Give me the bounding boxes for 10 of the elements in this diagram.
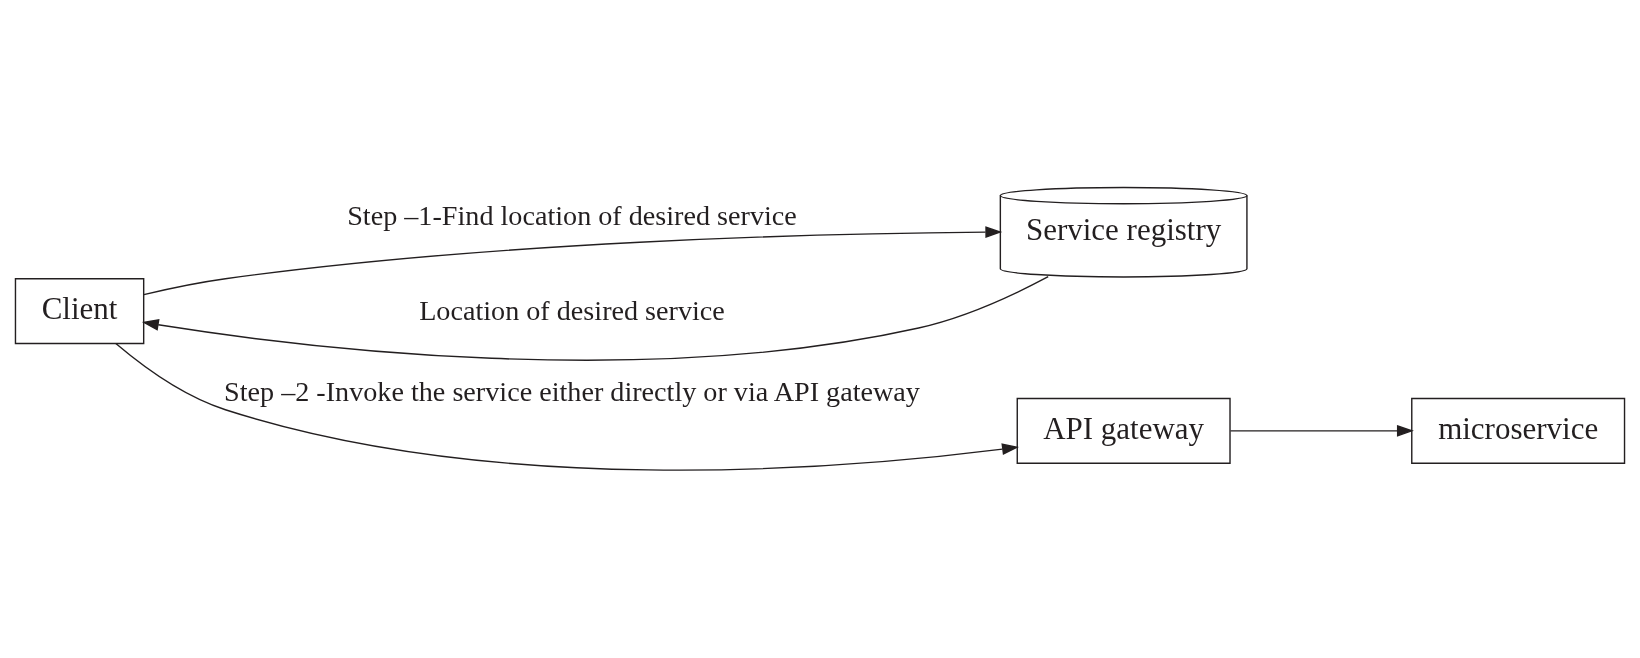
edge-label: Step –2 -Invoke the service either directly or via API gateway — [224, 376, 920, 408]
edge-label: Location of desired service — [419, 294, 725, 326]
arrow — [115, 342, 1019, 471]
arrow — [1229, 424, 1414, 437]
edge-label: Step –1-Find location of desired service — [347, 200, 797, 232]
node-box: API gateway — [1016, 397, 1231, 464]
node-box: microservice — [1411, 397, 1626, 464]
arrow — [143, 226, 1003, 296]
arrow — [141, 275, 1049, 361]
node-box: Client — [14, 278, 145, 345]
